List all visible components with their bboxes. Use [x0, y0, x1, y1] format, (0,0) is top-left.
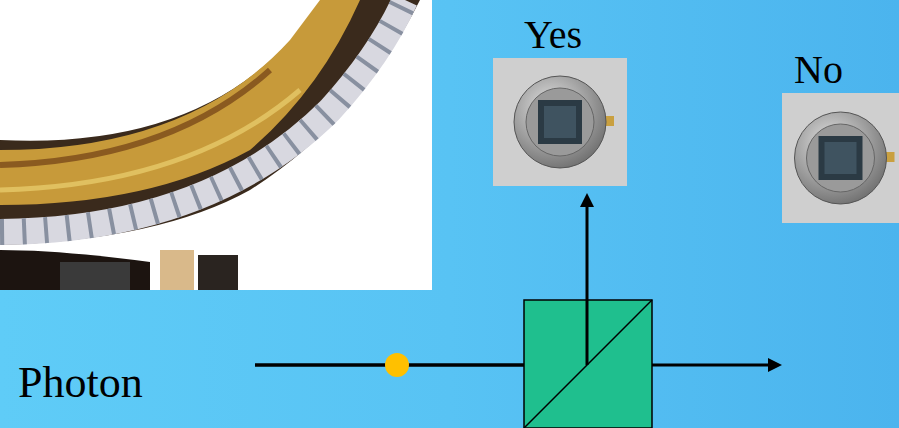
reflected-beam	[586, 205, 589, 365]
detector-cap	[807, 124, 875, 192]
arrowhead	[580, 193, 594, 207]
detector-can	[514, 76, 606, 168]
photo-ground	[493, 58, 627, 186]
detector-photo	[493, 58, 627, 186]
detector-can	[795, 112, 887, 204]
detector-label: Yes	[486, 12, 620, 58]
detector-window	[538, 100, 582, 144]
detector-cap	[526, 88, 594, 156]
detector-chip	[544, 106, 576, 138]
detector-window	[819, 136, 863, 180]
detector: Yes	[493, 12, 627, 186]
detector-photo	[782, 93, 899, 223]
photo-ground	[782, 93, 899, 223]
beam-line	[255, 364, 772, 367]
photon-dot	[385, 353, 409, 377]
detector: No	[782, 47, 899, 223]
photon-label: Photon	[18, 358, 143, 408]
ornament-picture	[0, 0, 432, 290]
detector-chip	[825, 142, 857, 174]
detector-label: No	[760, 47, 877, 93]
arrowhead	[768, 358, 782, 372]
